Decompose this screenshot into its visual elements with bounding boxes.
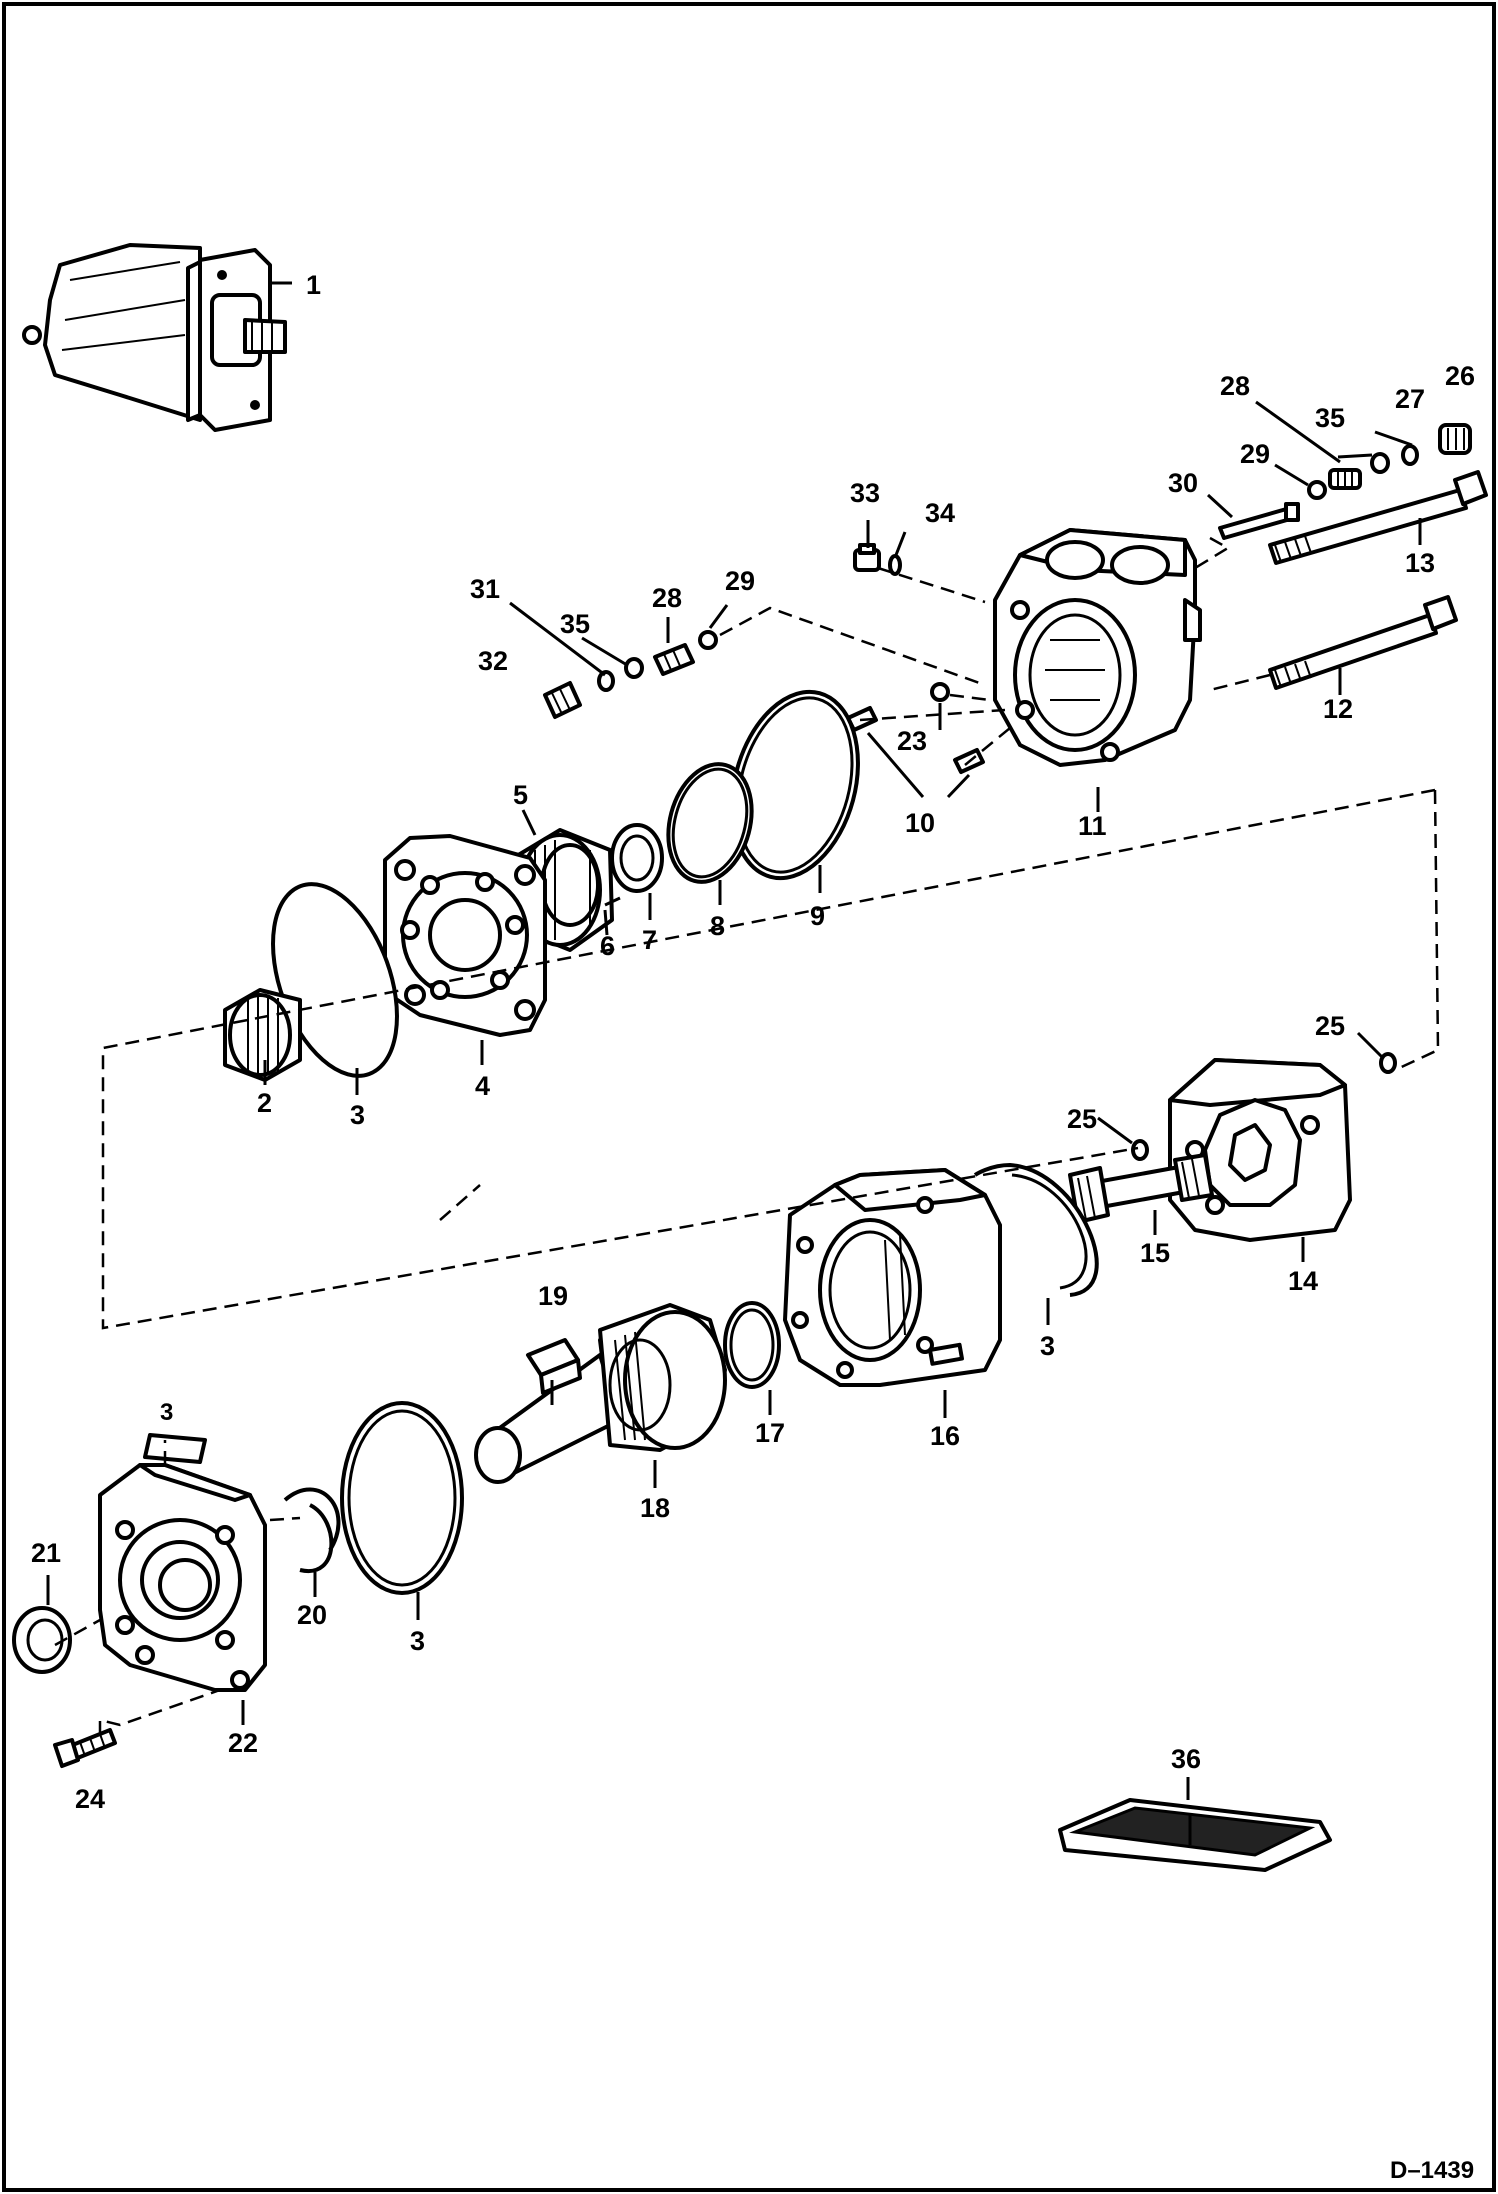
- callout-labels: 1 26 27 28 35 29 30 13 12 33 34 31 35 28…: [31, 270, 1475, 1814]
- part-22-mounting-flange: [98, 1463, 267, 1692]
- callout-7: 7: [642, 925, 657, 955]
- part-9-seal-ring-inner: [736, 696, 854, 874]
- callout-leaders: [46, 400, 1422, 1800]
- callout-4: 4: [475, 1071, 490, 1101]
- part-27-o-ring: [1401, 444, 1419, 466]
- part-13-long-bolt: [1268, 470, 1488, 565]
- drawing-code: D–1439: [1390, 2157, 1474, 2184]
- callout-31: 31: [470, 574, 500, 604]
- callout-9: 9: [810, 901, 825, 931]
- part-3-seal-ring-right: [973, 1163, 1099, 1297]
- part-16-motor-housing: [783, 1168, 1002, 1387]
- part-28-spring-upper: [1328, 468, 1362, 490]
- callout-32: 32: [478, 646, 508, 676]
- callout-25a: 25: [1315, 1011, 1345, 1041]
- part-32-plug: [543, 681, 582, 719]
- callout-3b: 3: [1040, 1331, 1055, 1361]
- callout-29: 29: [1240, 439, 1270, 469]
- part-26-plug: [1438, 423, 1472, 455]
- part-23-check-ball: [930, 682, 950, 702]
- callout-11: 11: [1078, 811, 1107, 841]
- callout-24: 24: [75, 1784, 105, 1814]
- callout-16: 16: [930, 1421, 960, 1451]
- callout-3a: 3: [350, 1100, 365, 1130]
- part-8-seal-ring-inner: [671, 767, 749, 879]
- callout-34: 34: [925, 498, 955, 528]
- part-8-seal-ring: [666, 762, 754, 884]
- part-15-drive-shaft: [1068, 1153, 1214, 1224]
- callout-3c: 3: [410, 1626, 425, 1656]
- assembly-guide-lines: [54, 536, 1440, 1735]
- part-2-coupling: [223, 988, 302, 1082]
- part-22-nameplate: 3: [143, 1399, 207, 1464]
- callout-6: 6: [600, 931, 615, 961]
- callout-5: 5: [513, 780, 528, 810]
- part-35-seal-mid: [624, 657, 644, 679]
- part-35-seal-upper: [1370, 452, 1390, 474]
- callout-23: 23: [897, 726, 927, 756]
- part-36-seal-kit: [1058, 1798, 1332, 1872]
- callout-14: 14: [1288, 1266, 1318, 1296]
- callout-10: 10: [905, 808, 935, 838]
- part-3-seal-ring-lower: [340, 1401, 464, 1595]
- callout-36: 36: [1171, 1744, 1201, 1774]
- part-17-o-ring: [723, 1301, 781, 1389]
- callout-35: 35: [1315, 403, 1345, 433]
- part-34-o-ring: [888, 554, 902, 576]
- part-1-motor-assembly: [22, 243, 287, 432]
- part-28-spring-mid: [653, 643, 695, 676]
- callout-20: 20: [297, 1600, 327, 1630]
- callout-29b: 29: [725, 566, 755, 596]
- part-18-output-shaft: [474, 1303, 727, 1484]
- part-30-poppet: [1218, 502, 1300, 540]
- part-7-seal: [610, 823, 664, 893]
- part-31-o-ring: [597, 670, 615, 692]
- callout-27: 27: [1395, 384, 1425, 414]
- part-11-valve-housing: [993, 528, 1202, 767]
- callout-2: 2: [257, 1088, 272, 1118]
- part-6-pin: [604, 896, 621, 907]
- callout-30: 30: [1168, 468, 1198, 498]
- callout-18: 18: [640, 1493, 670, 1523]
- callout-12: 12: [1323, 694, 1353, 724]
- callout-35b: 35: [560, 609, 590, 639]
- callout-17: 17: [755, 1418, 785, 1448]
- callout-1: 1: [306, 270, 321, 300]
- callout-22: 22: [228, 1728, 258, 1758]
- callout-28: 28: [1220, 371, 1250, 401]
- callout-26: 26: [1445, 361, 1475, 391]
- part-33-screw: [853, 543, 881, 572]
- callout-21: 21: [31, 1538, 61, 1568]
- part-12-long-bolt: [1268, 595, 1458, 690]
- part-25-ball-right: [1379, 1052, 1397, 1074]
- part-4-end-plate: [383, 834, 547, 1037]
- part-19-key: [526, 1338, 582, 1405]
- part-25-ball-left: [1131, 1139, 1149, 1161]
- callout-13: 13: [1405, 548, 1435, 578]
- part-29-ball-mid: [698, 630, 718, 650]
- callout-19: 19: [538, 1281, 568, 1311]
- callout-15: 15: [1140, 1238, 1170, 1268]
- part-29-ball-upper: [1307, 480, 1327, 500]
- callout-8: 8: [710, 911, 725, 941]
- plate-mark: 3: [160, 1399, 173, 1426]
- part-24-bolt: [53, 1728, 117, 1768]
- part-14-gerotor-housing: [1168, 1058, 1352, 1242]
- callout-33: 33: [850, 478, 880, 508]
- callout-28b: 28: [652, 583, 682, 613]
- callout-25b: 25: [1067, 1104, 1097, 1134]
- part-20-retaining-ring: [283, 1487, 341, 1574]
